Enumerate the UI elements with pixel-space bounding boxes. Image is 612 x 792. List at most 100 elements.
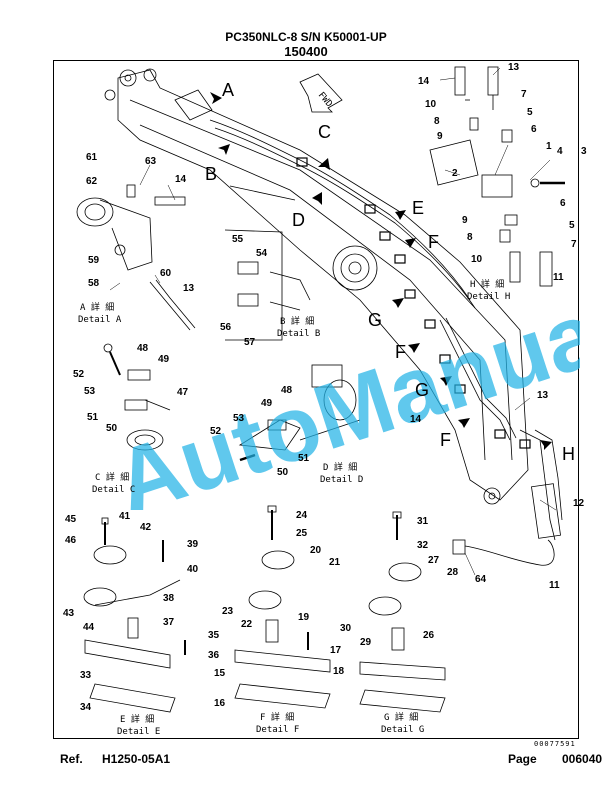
detail-a-group <box>76 184 196 331</box>
part-50b: 50 <box>277 467 289 478</box>
group-number: 150400 <box>284 44 328 59</box>
part-62: 62 <box>86 176 98 187</box>
detail-h-jp: H 詳 細 <box>470 278 504 290</box>
part-41: 41 <box>119 511 131 522</box>
part-48b: 48 <box>281 385 293 396</box>
part-45: 45 <box>65 514 77 525</box>
detail-h-group <box>429 66 565 287</box>
part-27: 27 <box>428 555 440 566</box>
detail-g-en: Detail G <box>381 725 424 735</box>
part-63: 63 <box>145 156 157 167</box>
part-51a: 51 <box>87 412 99 423</box>
boom <box>104 68 563 541</box>
part-39: 39 <box>187 539 199 550</box>
view-letter-g2: G <box>415 380 429 400</box>
part-46: 46 <box>65 535 77 546</box>
part-10b: 10 <box>471 254 483 265</box>
part-47: 47 <box>177 387 189 398</box>
part-43: 43 <box>63 608 75 619</box>
part-5b: 5 <box>569 220 575 231</box>
part-35: 35 <box>208 630 220 641</box>
part-38: 38 <box>163 593 175 604</box>
part-28: 28 <box>447 567 459 578</box>
detail-g-group <box>359 511 446 713</box>
detail-e-group <box>83 517 186 713</box>
part-callouts: 1 2 3 4 5 5 6 6 7 7 8 8 9 9 10 10 11 11 … <box>63 62 587 713</box>
part-53b: 53 <box>233 413 245 424</box>
part-54: 54 <box>256 248 268 259</box>
detail-e-en: Detail E <box>117 727 160 737</box>
part-7b: 7 <box>571 239 577 250</box>
view-arrows <box>210 92 552 450</box>
detail-b-jp: B 詳 細 <box>280 315 314 327</box>
part-11b: 11 <box>549 580 560 591</box>
part-6a: 6 <box>531 124 537 135</box>
part-58: 58 <box>88 278 100 289</box>
part-32: 32 <box>417 540 429 551</box>
detail-d-group <box>238 364 361 462</box>
part-30: 30 <box>340 623 352 634</box>
leader-lines <box>109 67 557 576</box>
ref-value: H1250-05A1 <box>102 752 171 766</box>
detail-c-jp: C 詳 細 <box>95 471 129 483</box>
part-56: 56 <box>220 322 232 333</box>
part-12: 12 <box>573 498 585 509</box>
view-letter-d: D <box>292 210 305 230</box>
part-8a: 8 <box>434 116 440 127</box>
detail-b-group <box>224 229 311 341</box>
part-37: 37 <box>163 617 175 628</box>
part-6b: 6 <box>560 198 566 209</box>
detail-e-jp: E 詳 細 <box>120 713 154 725</box>
part-26: 26 <box>423 630 435 641</box>
part-19: 19 <box>298 612 310 623</box>
detail-c-en: Detail C <box>92 485 135 495</box>
part-64: 64 <box>475 574 487 585</box>
part-3: 3 <box>581 146 587 157</box>
model-title: PC350NLC-8 S/N K50001-UP <box>225 30 387 44</box>
part-60: 60 <box>160 268 172 279</box>
fwd-arrow <box>299 73 343 113</box>
view-letter-f: F <box>428 232 439 252</box>
part-52a: 52 <box>73 369 85 380</box>
part-20: 20 <box>310 545 322 556</box>
view-letter-f2: F <box>395 342 406 362</box>
part-4: 4 <box>557 146 563 157</box>
part-1: 1 <box>546 141 552 152</box>
detail-a-jp: A 詳 細 <box>80 301 114 313</box>
detail-b-en: Detail B <box>277 329 320 339</box>
part-24: 24 <box>296 510 308 521</box>
part-9a: 9 <box>437 131 443 142</box>
part-22: 22 <box>241 619 253 630</box>
part-61: 61 <box>86 152 98 163</box>
part-34: 34 <box>80 702 92 713</box>
harness-64 <box>452 539 555 566</box>
view-letter-a: A <box>222 80 234 100</box>
part-52b: 52 <box>210 426 222 437</box>
page-value: 006040 <box>562 752 603 766</box>
diagram-frame <box>53 60 579 739</box>
detail-f-group <box>234 505 331 709</box>
part-13a: 13 <box>508 62 520 73</box>
detail-a-en: Detail A <box>78 315 122 325</box>
part-11a: 11 <box>553 272 564 283</box>
part-8b: 8 <box>467 232 473 243</box>
part-2: 2 <box>452 168 458 179</box>
part-21: 21 <box>329 557 341 568</box>
part-18: 18 <box>333 666 345 677</box>
part-50a: 50 <box>106 423 118 434</box>
part-14b: 14 <box>175 174 187 185</box>
part-55: 55 <box>232 234 244 245</box>
part-10a: 10 <box>425 99 437 110</box>
watermark: AutoManual <box>103 275 580 510</box>
part-7a: 7 <box>521 89 527 100</box>
part-57: 57 <box>244 337 256 348</box>
part-44: 44 <box>83 622 95 633</box>
part-23: 23 <box>222 606 234 617</box>
part-17: 17 <box>330 645 342 656</box>
part-25: 25 <box>296 528 308 539</box>
part-49a: 49 <box>158 354 170 365</box>
part-36: 36 <box>208 650 220 661</box>
detail-d-jp: D 詳 細 <box>323 461 357 473</box>
document-number: 00077591 <box>534 740 576 748</box>
